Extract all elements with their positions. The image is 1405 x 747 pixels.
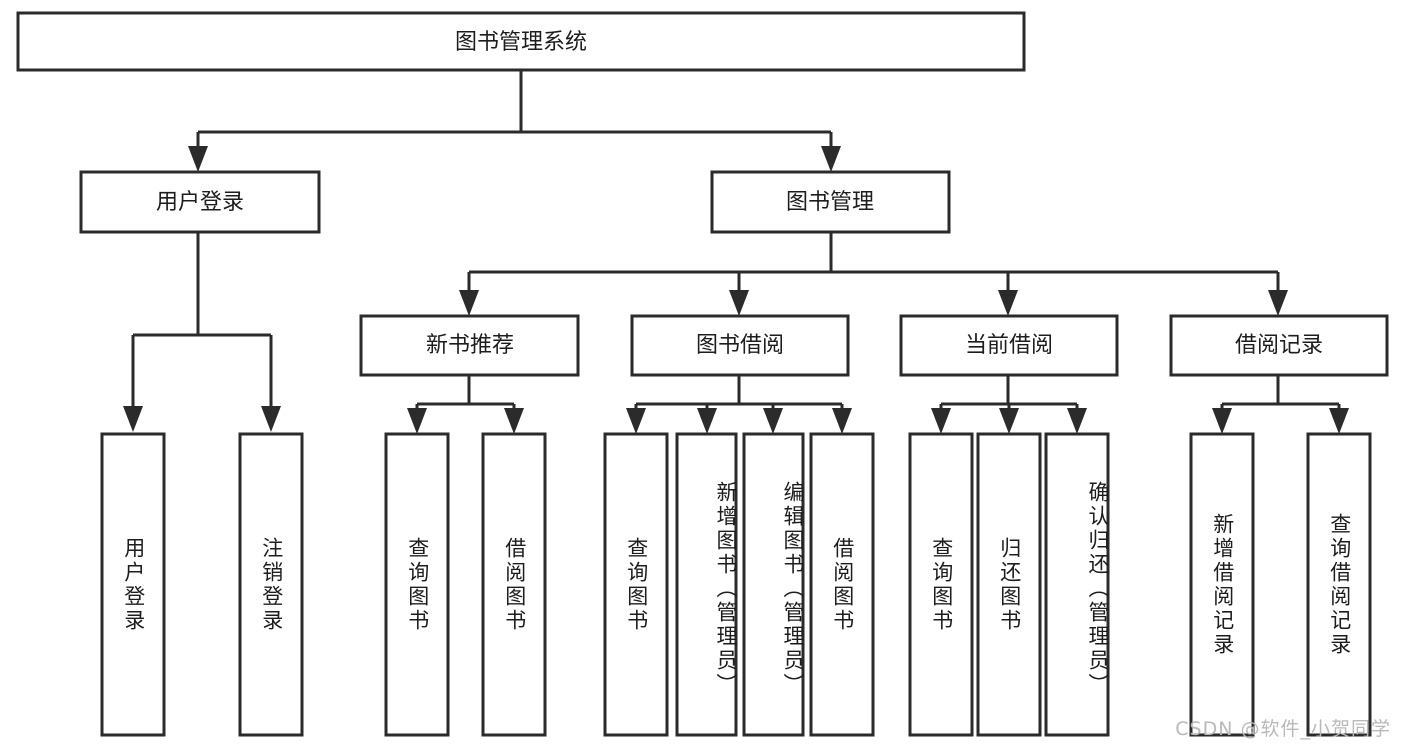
- leaf-box-user-login-logout[interactable]: [238, 432, 304, 737]
- arrow-bookmgmt-borrow: [729, 290, 749, 316]
- arrow-current-leaf-3: [1067, 408, 1087, 434]
- leaf-box-layer: [100, 432, 1372, 737]
- arrow-root-to-bookmgmt: [821, 146, 841, 172]
- csdn-watermark: CSDN @软件_小贺同学: [1175, 718, 1391, 740]
- arrow-current-leaf-1: [931, 408, 951, 434]
- leaf-box-records-add[interactable]: [1189, 432, 1255, 737]
- leaf-box-newbook-borrow[interactable]: [481, 432, 547, 737]
- node-book-borrow-label: 图书借阅: [696, 333, 784, 358]
- node-root-label: 图书管理系统: [455, 30, 587, 55]
- node-user-login-label: 用户登录: [156, 190, 244, 215]
- node-current-borrow[interactable]: 当前借阅: [899, 314, 1119, 377]
- node-user-login[interactable]: 用户登录: [79, 170, 321, 234]
- arrow-userlogin-leaf-1: [123, 406, 143, 432]
- node-book-management[interactable]: 图书管理: [710, 170, 951, 234]
- leaf-box-user-login-login[interactable]: [100, 432, 166, 737]
- node-book-borrow-box[interactable]: [630, 314, 850, 377]
- arrow-records-leaf-2: [1329, 408, 1349, 434]
- arrow-newbook-leaf-2: [504, 408, 524, 434]
- arrow-borrow-leaf-2: [697, 408, 717, 434]
- node-new-book-recommend-box[interactable]: [359, 314, 580, 377]
- node-root[interactable]: 图书管理系统: [16, 11, 1026, 72]
- node-current-borrow-label: 当前借阅: [965, 333, 1053, 358]
- arrow-borrow-leaf-1: [626, 408, 646, 434]
- leaf-box-current-return[interactable]: [976, 432, 1042, 737]
- node-borrow-records-box[interactable]: [1169, 314, 1389, 377]
- leaf-box-borrow-query[interactable]: [603, 432, 669, 737]
- node-new-book-recommend[interactable]: 新书推荐: [359, 314, 580, 377]
- arrow-records-leaf-1: [1212, 408, 1232, 434]
- node-book-borrow[interactable]: 图书借阅: [630, 314, 850, 377]
- arrow-bookmgmt-current: [998, 290, 1018, 316]
- node-borrow-records-label: 借阅记录: [1235, 333, 1323, 358]
- arrow-root-to-userlogin: [188, 146, 208, 172]
- arrow-bookmgmt-records: [1268, 290, 1288, 316]
- node-new-book-recommend-label: 新书推荐: [426, 333, 514, 358]
- node-current-borrow-box[interactable]: [899, 314, 1119, 377]
- arrow-newbook-leaf-1: [407, 408, 427, 434]
- leaf-box-newbook-query[interactable]: [384, 432, 450, 737]
- node-borrow-records[interactable]: 借阅记录: [1169, 314, 1389, 377]
- leaf-box-current-confirm[interactable]: [1044, 432, 1110, 737]
- leaf-box-borrow-lend[interactable]: [809, 432, 875, 737]
- leaf-box-current-query[interactable]: [908, 432, 974, 737]
- leaf-box-borrow-edit[interactable]: [742, 432, 805, 737]
- leaf-box-borrow-add[interactable]: [675, 432, 738, 737]
- node-user-login-box[interactable]: [79, 170, 321, 234]
- leaf-box-records-query[interactable]: [1306, 432, 1372, 737]
- arrow-borrow-leaf-3: [763, 408, 783, 434]
- node-root-box[interactable]: [16, 11, 1026, 72]
- arrow-current-leaf-2: [999, 408, 1019, 434]
- node-book-management-box[interactable]: [710, 170, 951, 234]
- node-book-management-label: 图书管理: [786, 190, 874, 215]
- connector-layer: [123, 70, 1349, 434]
- arrow-borrow-leaf-4: [832, 408, 852, 434]
- arrow-userlogin-leaf-2: [261, 406, 281, 432]
- arrow-bookmgmt-newbook: [459, 290, 479, 316]
